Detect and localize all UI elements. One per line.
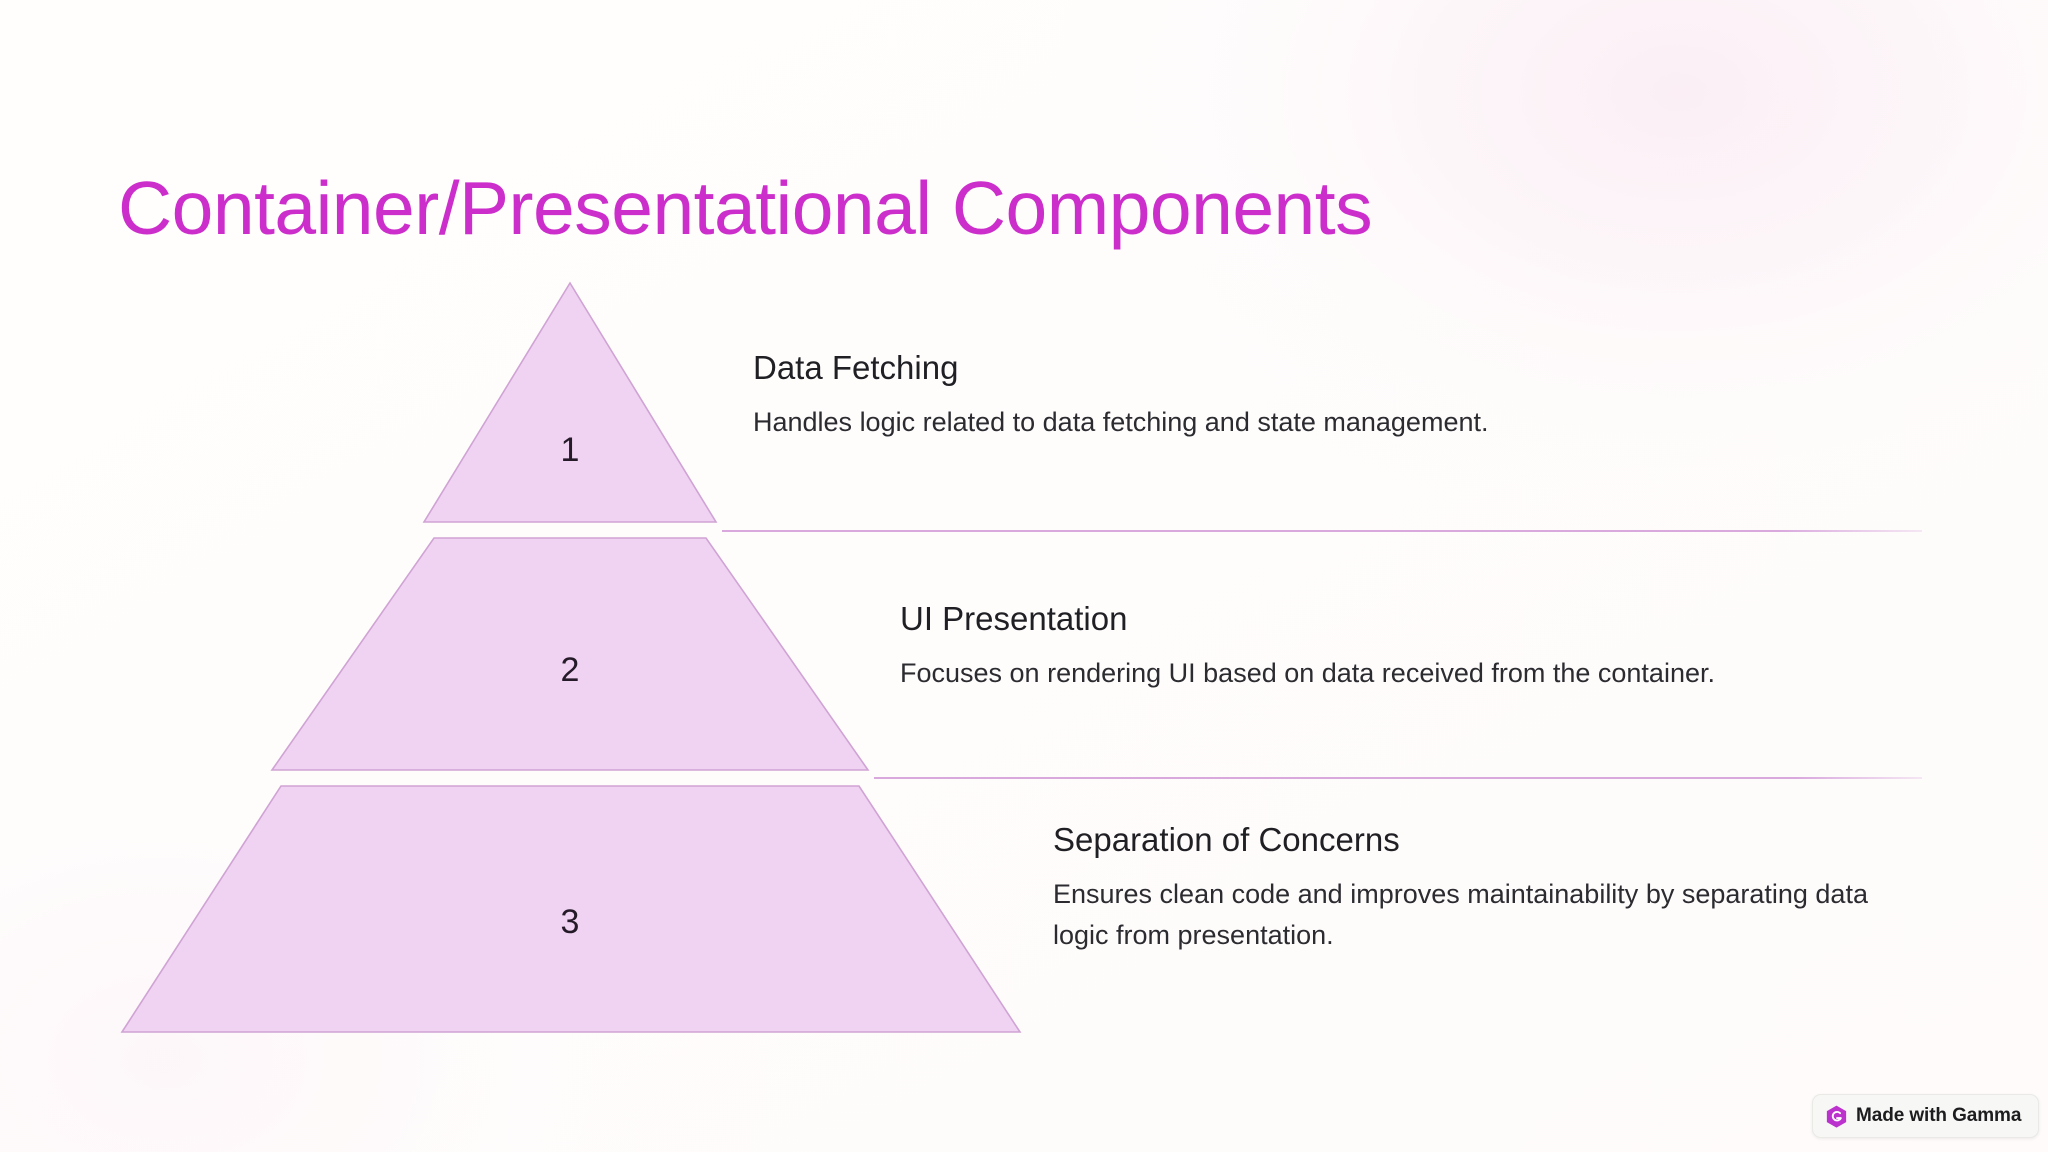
section-2-body: Focuses on rendering UI based on data re… (900, 658, 1715, 689)
made-with-gamma-label: Made with Gamma (1856, 1105, 2022, 1126)
pyramid-level-1-number: 1 (561, 431, 580, 469)
pyramid-level-3[interactable] (120, 785, 1022, 1033)
divider-line-1 (722, 530, 1922, 532)
pyramid-level-3-number: 3 (561, 903, 580, 941)
divider-line-2 (874, 777, 1922, 779)
pyramid-level-1[interactable] (422, 281, 718, 523)
section-3: Separation of Concerns Ensures clean cod… (1053, 819, 1873, 956)
section-1-body: Handles logic related to data fetching a… (753, 407, 1489, 438)
gamma-hexagon-icon (1826, 1105, 1847, 1128)
section-1-heading: Data Fetching (753, 349, 959, 386)
section-3-heading: Separation of Concerns (1053, 821, 1400, 858)
section-3-body: Ensures clean code and improves maintain… (1053, 879, 1868, 951)
pyramid-level-2-number: 2 (561, 651, 580, 689)
made-with-gamma-badge[interactable]: Made with Gamma (1812, 1094, 2040, 1138)
page-title: Container/Presentational Components (118, 166, 1373, 251)
section-2-heading: UI Presentation (900, 600, 1128, 637)
section-2: UI Presentation Focuses on rendering UI … (900, 598, 1940, 694)
pyramid-level-2[interactable] (270, 537, 870, 771)
section-1: Data Fetching Handles logic related to d… (753, 347, 1933, 443)
